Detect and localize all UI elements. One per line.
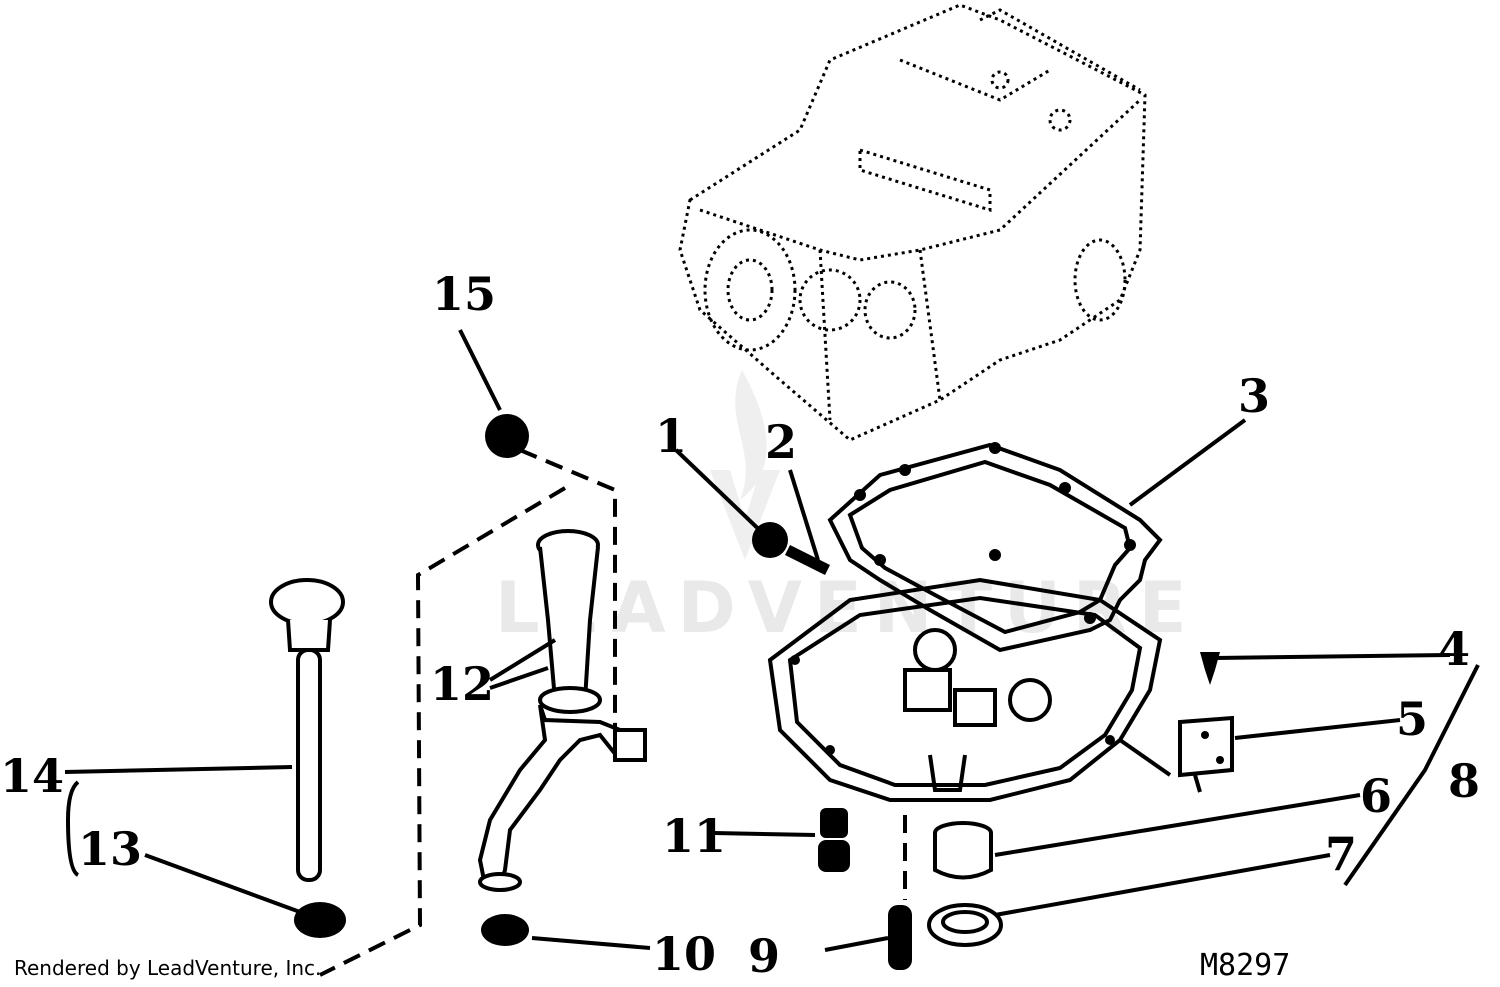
callout-3: 3 xyxy=(1238,369,1270,423)
callout-8: 8 xyxy=(1448,754,1480,808)
plug-part-4 xyxy=(1200,652,1220,685)
gasket xyxy=(827,442,1163,653)
oil-sump-base xyxy=(767,577,1172,802)
callout-10: 10 xyxy=(652,927,716,981)
gasket-holes xyxy=(854,442,1136,624)
callout-13: 13 xyxy=(78,822,142,876)
plate-part-5 xyxy=(1178,715,1234,778)
callout-15: 15 xyxy=(432,267,496,321)
callout-12: 12 xyxy=(430,657,494,711)
assembly-dashed-lines xyxy=(319,448,617,977)
drain-plug-part-11 xyxy=(818,808,850,872)
bushing-part-6 xyxy=(933,821,993,880)
watermark-text: LEADVENTURE xyxy=(495,567,1199,649)
bolt-part-2 xyxy=(785,545,830,575)
callout-4: 4 xyxy=(1438,622,1470,676)
drawing-number: M8297 xyxy=(1200,948,1290,983)
callout-5: 5 xyxy=(1396,692,1428,746)
callout-2: 2 xyxy=(765,415,797,469)
leader-lines xyxy=(64,329,1480,952)
callout-7: 7 xyxy=(1325,827,1357,881)
callout-9: 9 xyxy=(748,929,780,983)
callout-11: 11 xyxy=(662,809,726,863)
dipstick-part-14 xyxy=(269,578,345,882)
seal-part-13 xyxy=(294,902,346,938)
o-ring-part-10 xyxy=(481,914,529,946)
callout-1: 1 xyxy=(655,409,687,463)
seal-part-7 xyxy=(927,903,1003,947)
screw-part-9 xyxy=(888,905,912,970)
dipstick-tube-part-12 xyxy=(477,529,647,892)
credit-text: Rendered by LeadVenture, Inc. xyxy=(14,956,321,980)
engine-block xyxy=(678,3,1147,442)
callout-6: 6 xyxy=(1360,769,1392,823)
grommet-part-15 xyxy=(485,414,529,458)
callout-labels: 1 2 3 4 5 6 7 8 9 10 11 12 13 14 15 xyxy=(0,267,1480,983)
callout-14: 14 xyxy=(0,749,64,803)
